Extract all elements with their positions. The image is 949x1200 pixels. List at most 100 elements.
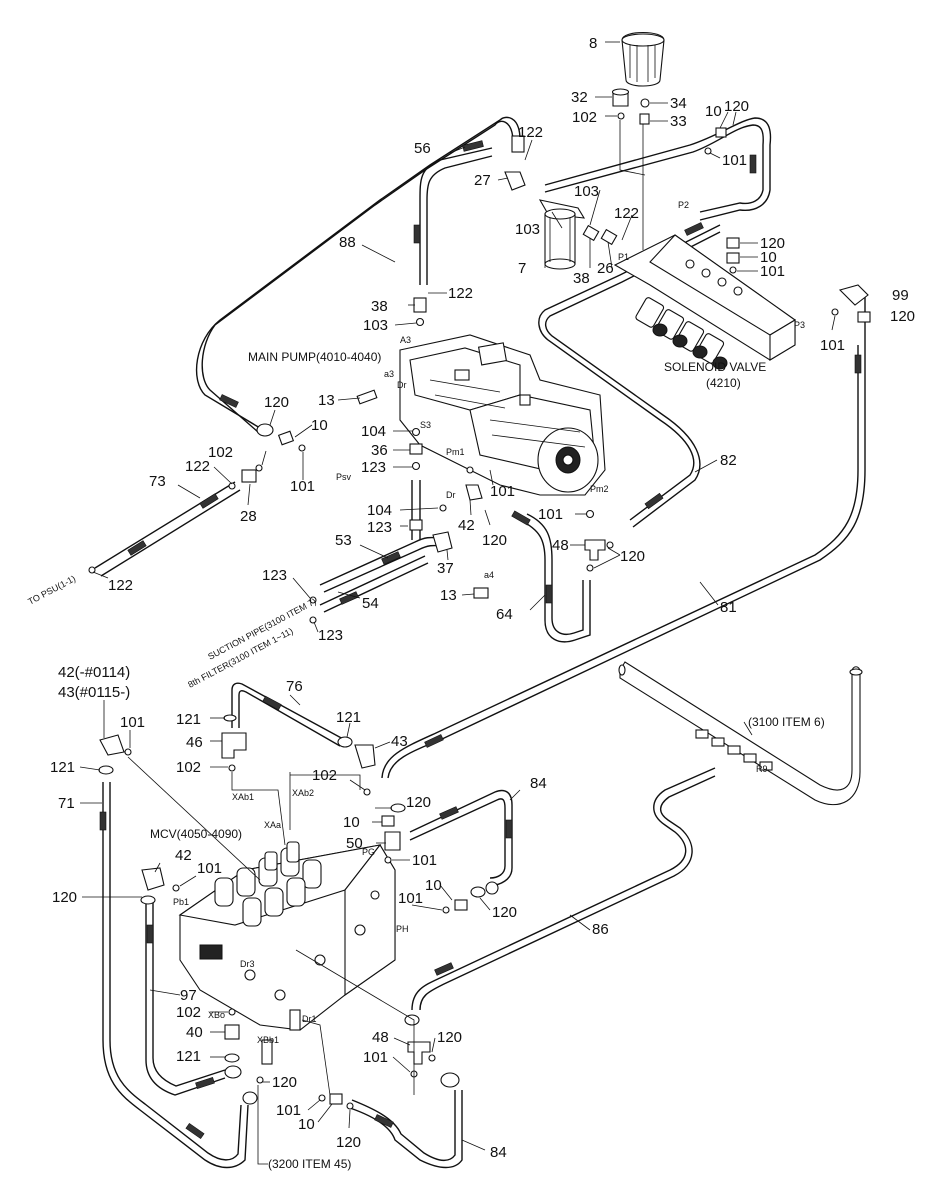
mcv-title: MCV(4050-4090) bbox=[150, 827, 242, 841]
part-33 bbox=[639, 113, 650, 125]
callout-101: 101 bbox=[722, 152, 747, 169]
port-pg: PG bbox=[362, 847, 375, 857]
item-3200-label: (3200 ITEM 45) bbox=[268, 1157, 351, 1171]
port-ph: PH bbox=[396, 924, 409, 934]
callout-88: 88 bbox=[339, 234, 356, 251]
hose-88 bbox=[195, 116, 521, 429]
hose-56 bbox=[419, 147, 493, 285]
solenoid-valve-code: (4210) bbox=[706, 376, 741, 390]
callout-48: 48 bbox=[552, 537, 569, 554]
port-pb1: Pb1 bbox=[173, 897, 189, 907]
part-102-top bbox=[617, 112, 625, 120]
callout-122: 122 bbox=[185, 458, 210, 475]
callout-120: 120 bbox=[437, 1029, 462, 1046]
callout-104: 104 bbox=[361, 423, 386, 440]
callout-10: 10 bbox=[760, 249, 777, 266]
hose-82 bbox=[538, 224, 721, 521]
callout-101: 101 bbox=[398, 890, 423, 907]
callout-101: 101 bbox=[820, 337, 845, 354]
leader-lines bbox=[79, 41, 836, 1165]
hose-81 bbox=[387, 345, 866, 779]
callout-54: 54 bbox=[362, 595, 379, 612]
callout-120: 120 bbox=[890, 308, 915, 325]
callout-10: 10 bbox=[425, 877, 442, 894]
callout-122: 122 bbox=[108, 577, 133, 594]
callout-76: 76 bbox=[286, 678, 303, 695]
port-xbb1: XBb1 bbox=[257, 1035, 279, 1045]
callout-56: 56 bbox=[414, 140, 431, 157]
hose-76 bbox=[231, 682, 346, 741]
callout-64: 64 bbox=[496, 606, 513, 623]
callout-121: 121 bbox=[176, 711, 201, 728]
callout-26: 26 bbox=[597, 260, 614, 277]
mcv-block bbox=[178, 841, 396, 1031]
port-r9: R9 bbox=[756, 764, 768, 774]
port-labels: A3 a3 Dr S3 Pm1 Pm2 Dr Psv a4 P1 P2 P3 X… bbox=[173, 200, 805, 1045]
callout-34: 34 bbox=[670, 95, 687, 112]
port-p2: P2 bbox=[678, 200, 689, 210]
callout-84: 84 bbox=[490, 1144, 507, 1161]
component-titles: MAIN PUMP(4010-4040) SOLENOID VALVE (421… bbox=[150, 350, 825, 1171]
callout-102: 102 bbox=[208, 444, 233, 461]
callout-50: 50 bbox=[346, 835, 363, 852]
callout-32: 32 bbox=[571, 89, 588, 106]
callout-120: 120 bbox=[482, 532, 507, 549]
port-xab1: XAb1 bbox=[232, 792, 254, 802]
port-a4: a4 bbox=[484, 570, 494, 580]
callout-53: 53 bbox=[335, 532, 352, 549]
callout-42: 42 bbox=[175, 847, 192, 864]
callout-7: 7 bbox=[518, 260, 526, 277]
callout-43-range: 43(#0115-) bbox=[58, 684, 130, 701]
callout-102: 102 bbox=[572, 109, 597, 126]
callout-102: 102 bbox=[312, 767, 337, 784]
hose-84a bbox=[409, 789, 513, 887]
callout-101: 101 bbox=[197, 860, 222, 877]
callout-121: 121 bbox=[50, 759, 75, 776]
callout-81: 81 bbox=[720, 599, 737, 616]
callout-120: 120 bbox=[724, 98, 749, 115]
callout-38: 38 bbox=[371, 298, 388, 315]
hose-p2 bbox=[544, 117, 772, 221]
callout-101: 101 bbox=[538, 506, 563, 523]
hose-64 bbox=[519, 519, 591, 643]
callout-120: 120 bbox=[336, 1134, 361, 1151]
port-a3: A3 bbox=[400, 335, 411, 345]
callout-84: 84 bbox=[530, 775, 547, 792]
main-pump-title: MAIN PUMP(4010-4040) bbox=[248, 350, 381, 364]
port-p1: P1 bbox=[618, 252, 629, 262]
hose-86 bbox=[411, 767, 716, 1011]
callout-42: 42 bbox=[458, 517, 475, 534]
port-psv: Psv bbox=[336, 472, 352, 482]
callout-numbers: 8 32 34 102 33 10 120 101 56 122 27 103 … bbox=[50, 35, 915, 1161]
callout-122: 122 bbox=[614, 205, 639, 222]
item-3100-label: (3100 ITEM 6) bbox=[748, 715, 825, 729]
callout-103: 103 bbox=[515, 221, 540, 238]
callout-42-range: 42(-#0114) bbox=[58, 664, 130, 681]
callout-120: 120 bbox=[492, 904, 517, 921]
hose-97 bbox=[145, 900, 226, 1096]
callout-10: 10 bbox=[311, 417, 328, 434]
callout-123: 123 bbox=[262, 567, 287, 584]
hoses bbox=[94, 116, 866, 1169]
callout-103: 103 bbox=[363, 317, 388, 334]
callout-8: 8 bbox=[589, 35, 597, 52]
callout-48: 48 bbox=[372, 1029, 389, 1046]
main-pump bbox=[399, 334, 606, 496]
callout-120: 120 bbox=[264, 394, 289, 411]
part-8-filter bbox=[621, 31, 665, 87]
callout-123: 123 bbox=[367, 519, 392, 536]
port-s3: S3 bbox=[420, 420, 431, 430]
callout-43: 43 bbox=[391, 733, 408, 750]
callout-46: 46 bbox=[186, 734, 203, 751]
callout-101: 101 bbox=[120, 714, 145, 731]
pipe-3100-item-6 bbox=[618, 661, 863, 806]
callout-123: 123 bbox=[318, 627, 343, 644]
callout-101: 101 bbox=[490, 483, 515, 500]
hose-84b bbox=[349, 1090, 463, 1169]
callout-28: 28 bbox=[240, 508, 257, 525]
hose-braids bbox=[99, 140, 862, 1140]
callout-82: 82 bbox=[720, 452, 737, 469]
solenoid-valve-title: SOLENOID VALVE bbox=[664, 360, 766, 374]
callout-122: 122 bbox=[448, 285, 473, 302]
